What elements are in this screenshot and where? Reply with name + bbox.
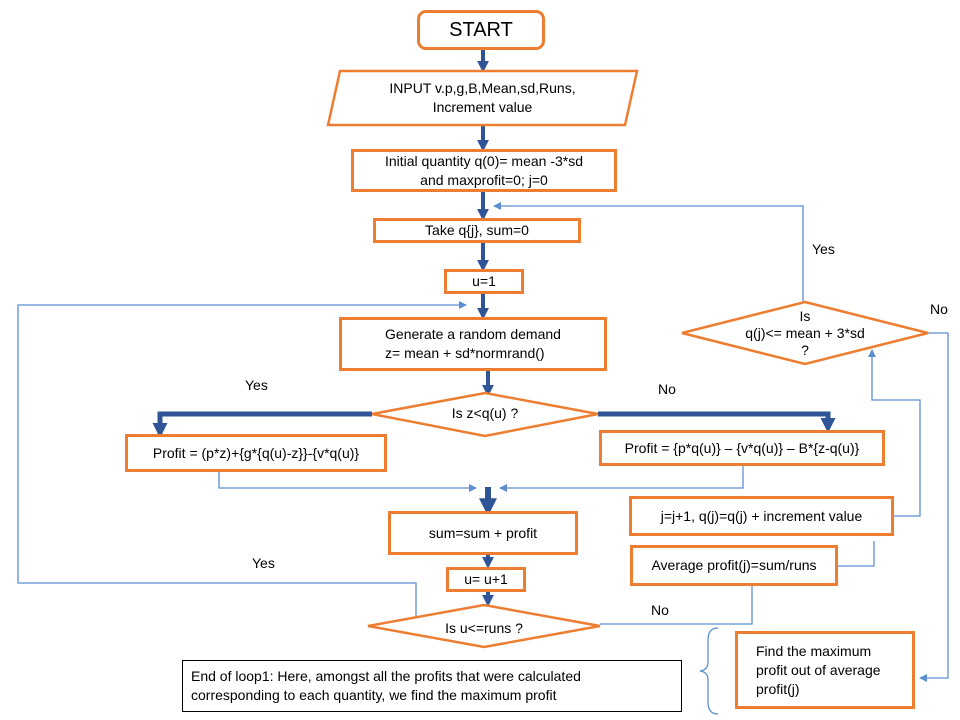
decision-q-line-2: q(j)<= mean + 3*sd xyxy=(745,324,865,341)
arrow-yes-to-profit-left xyxy=(152,411,372,439)
input-line-1: INPUT v.p,g,B,Mean,sd,Runs, xyxy=(389,80,576,96)
input-node-text: INPUT v.p,g,B,Mean,sd,Runs, Increment va… xyxy=(340,73,625,123)
connector-u-no-to-avg xyxy=(600,586,753,625)
decision-u-label: Is u<=runs ? xyxy=(445,620,523,636)
max-line-2: profit out of average xyxy=(756,661,881,678)
connector-jinc-to-decision-q xyxy=(868,349,921,517)
generate-line-1: Generate a random demand xyxy=(385,326,561,342)
max-process: Find the maximum profit out of average p… xyxy=(735,631,915,709)
input-parallelogram xyxy=(326,69,639,127)
generate-line-2: z= mean + sd*normrand() xyxy=(385,345,545,361)
note-brace xyxy=(699,627,719,715)
end-loop-note: End of loop1: Here, amongst all the prof… xyxy=(182,660,682,712)
generate-process: Generate a random demand z= mean + sd*no… xyxy=(339,317,607,371)
profit-right-label: Profit = {p*q(u)} – {v*q(u)} – B*{z-q(u)… xyxy=(624,439,860,456)
connector-q-yes-loop xyxy=(493,202,804,302)
avg-label: Average profit(j)=sum/runs xyxy=(651,557,817,573)
profit-left-label: Profit = (p*z)+{g*{q(u)-z}}-{v*q(u)} xyxy=(152,444,360,461)
input-line-2: Increment value xyxy=(432,99,533,115)
max-line-1: Find the maximum xyxy=(756,642,872,659)
start-terminal: START xyxy=(417,10,545,50)
edge-label-z-no: No xyxy=(658,381,676,397)
profit-left-process: Profit = (p*z)+{g*{q(u)-z}}-{v*q(u)} xyxy=(125,434,387,472)
init-line-2: and maxprofit=0; j=0 xyxy=(420,171,548,188)
profit-right-process: Profit = {p*q(u)} – {v*q(u)} – B*{z-q(u)… xyxy=(599,430,885,466)
connector-u-loop-back xyxy=(17,301,467,617)
note-line-2: corresponding to each quantity, we find … xyxy=(191,687,557,703)
max-line-3: profit(j) xyxy=(756,680,800,697)
decision-q-line-1: Is xyxy=(799,307,811,324)
u-init-process: u=1 xyxy=(444,269,524,294)
take-label: Take q{j}, sum=0 xyxy=(425,222,529,238)
sum-label: sum=sum + profit xyxy=(428,524,538,541)
connector-q-no-to-max xyxy=(919,332,949,682)
edge-label-q-yes: Yes xyxy=(812,241,835,257)
decision-q-line-3: ? xyxy=(801,341,809,358)
note-line-1: End of loop1: Here, amongst all the prof… xyxy=(191,668,581,684)
edge-label-q-no: No xyxy=(930,301,948,317)
sum-process: sum=sum + profit xyxy=(388,511,578,555)
j-inc-label: j=j+1, q(j)=q(j) + increment value xyxy=(660,507,863,524)
start-label: START xyxy=(449,18,513,41)
u-init-label: u=1 xyxy=(472,273,496,289)
u-inc-label: u= u+1 xyxy=(464,571,508,587)
connector-avg-to-jinc xyxy=(838,541,875,567)
decision-z-diamond xyxy=(371,391,599,438)
edge-label-z-yes: Yes xyxy=(245,377,268,393)
decision-u-diamond xyxy=(367,603,601,649)
edge-label-u-yes: Yes xyxy=(252,555,275,571)
u-inc-process: u= u+1 xyxy=(446,567,526,592)
edge-label-u-no: No xyxy=(651,602,669,618)
init-process: Initial quantity q(0)= mean -3*sd and ma… xyxy=(351,149,617,192)
avg-process: Average profit(j)=sum/runs xyxy=(630,545,838,586)
init-line-1: Initial quantity q(0)= mean -3*sd xyxy=(384,152,584,169)
arrow-no-to-profit-right xyxy=(598,411,836,434)
connector-left-profit-merge xyxy=(218,472,477,492)
decision-q-text: Is q(j)<= mean + 3*sd ? xyxy=(712,302,898,364)
connector-right-profit-merge xyxy=(499,466,744,492)
take-process: Take q{j}, sum=0 xyxy=(373,218,581,243)
decision-z-label: Is z<q(u) ? xyxy=(451,405,519,421)
decision-q-diamond xyxy=(681,300,929,366)
j-inc-process: j=j+1, q(j)=q(j) + increment value xyxy=(629,496,894,536)
